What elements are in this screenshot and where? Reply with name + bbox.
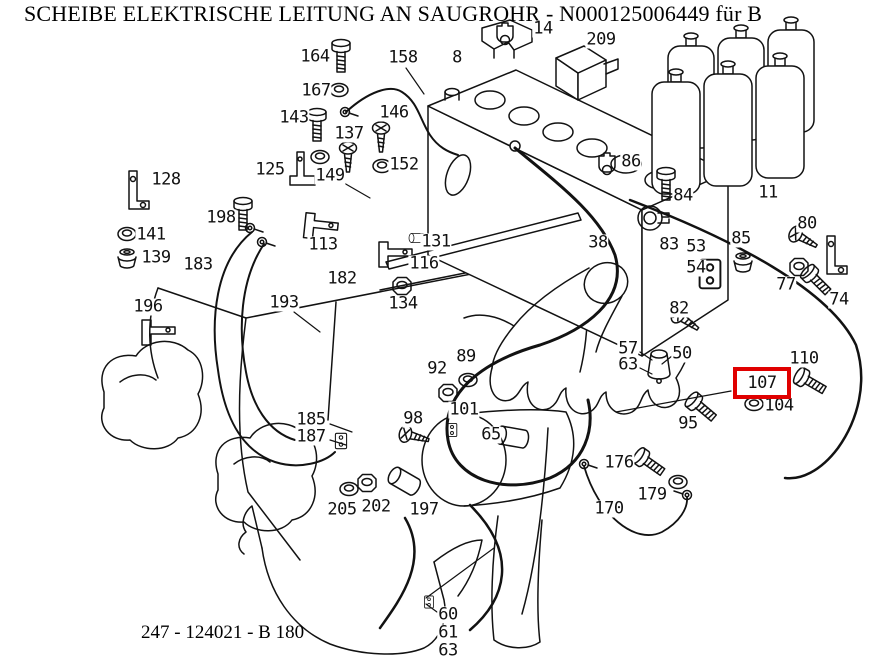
part-label-182[interactable]: 182 bbox=[326, 268, 358, 289]
highlight-box[interactable]: 107 bbox=[733, 367, 791, 399]
cone-glyph bbox=[647, 349, 671, 384]
part-label-110[interactable]: 110 bbox=[788, 348, 820, 369]
washer-glyph bbox=[117, 226, 137, 242]
part-label-176[interactable]: 176 bbox=[603, 452, 635, 473]
leader-lines bbox=[293, 67, 732, 613]
part-label-170[interactable]: 170 bbox=[593, 498, 625, 519]
part-label-164[interactable]: 164 bbox=[299, 46, 331, 67]
fuse-clip-art bbox=[481, 19, 533, 59]
part-label-8[interactable]: 8 bbox=[451, 47, 463, 68]
part-label-77[interactable]: 77 bbox=[775, 274, 797, 295]
part-label-63[interactable]: 63 bbox=[437, 640, 459, 661]
part-label-98[interactable]: 98 bbox=[402, 408, 424, 429]
part-label-205[interactable]: 205 bbox=[326, 499, 358, 520]
ring-glyph bbox=[673, 489, 693, 501]
bolt-glyph bbox=[331, 38, 351, 73]
part-label-86[interactable]: 86 bbox=[620, 151, 642, 172]
part-label-131[interactable]: 131 bbox=[420, 231, 452, 252]
part-label-196[interactable]: 196 bbox=[132, 296, 164, 317]
nut-glyph bbox=[357, 473, 377, 493]
washer-glyph bbox=[339, 481, 359, 497]
part-label-53[interactable]: 53 bbox=[685, 236, 707, 257]
part-label-139[interactable]: 139 bbox=[140, 247, 172, 268]
bolt-glyph bbox=[233, 196, 253, 231]
washer-glyph bbox=[744, 396, 764, 412]
part-label-197[interactable]: 197 bbox=[408, 499, 440, 520]
washer-glyph bbox=[329, 82, 349, 98]
part-label-202[interactable]: 202 bbox=[360, 496, 392, 517]
part-label-167[interactable]: 167 bbox=[300, 80, 332, 101]
nut-glyph bbox=[789, 257, 809, 277]
screw-glyph bbox=[371, 121, 391, 153]
part-label-179[interactable]: 179 bbox=[636, 484, 668, 505]
part-label-137[interactable]: 137 bbox=[333, 123, 365, 144]
bracket-glyph bbox=[826, 235, 848, 275]
bolt-glyph bbox=[629, 445, 669, 481]
part-label-146[interactable]: 146 bbox=[378, 102, 410, 123]
bolt-glyph bbox=[790, 365, 830, 399]
part-label-158[interactable]: 158 bbox=[387, 47, 419, 68]
part-label-61[interactable]: 61 bbox=[437, 622, 459, 643]
grommet-glyph bbox=[733, 252, 753, 273]
part-label-89[interactable]: 89 bbox=[455, 346, 477, 367]
part-label-84[interactable]: 84 bbox=[672, 185, 694, 206]
cyl-glyph bbox=[384, 464, 424, 498]
part-label-14[interactable]: 14 bbox=[532, 18, 554, 39]
battery-cells-art bbox=[651, 16, 815, 195]
washer-glyph bbox=[310, 149, 330, 165]
strap-glyph bbox=[378, 241, 413, 268]
relay-art bbox=[555, 45, 619, 101]
ring-glyph bbox=[256, 236, 276, 248]
part-label-50[interactable]: 50 bbox=[671, 343, 693, 364]
part-label-143[interactable]: 143 bbox=[278, 107, 310, 128]
part-label-60[interactable]: 60 bbox=[437, 604, 459, 625]
part-label-92[interactable]: 92 bbox=[426, 358, 448, 379]
part-label-149[interactable]: 149 bbox=[314, 165, 346, 186]
part-label-83[interactable]: 83 bbox=[658, 234, 680, 255]
part-label-101[interactable]: 101 bbox=[448, 399, 480, 420]
part-label-185[interactable]: 185 bbox=[295, 409, 327, 430]
part-label-141[interactable]: 141 bbox=[135, 224, 167, 245]
bolt-glyph bbox=[307, 107, 327, 142]
alternator-art bbox=[101, 340, 318, 532]
part-label-57[interactable]: 57 bbox=[617, 338, 639, 359]
plate-glyph bbox=[334, 432, 348, 450]
part-label-80[interactable]: 80 bbox=[796, 213, 818, 234]
part-label-63[interactable]: 63 bbox=[617, 354, 639, 375]
bracket-glyph bbox=[128, 170, 150, 210]
ring-glyph bbox=[244, 222, 264, 234]
part-label-193[interactable]: 193 bbox=[268, 292, 300, 313]
part-label-85[interactable]: 85 bbox=[730, 228, 752, 249]
grommet-glyph bbox=[117, 248, 137, 269]
part-label-74[interactable]: 74 bbox=[828, 289, 850, 310]
highlighted-part-number: 107 bbox=[747, 373, 777, 393]
part-label-183[interactable]: 183 bbox=[182, 254, 214, 275]
page-title: SCHEIBE ELEKTRISCHE LEITUNG AN SAUGROHR … bbox=[24, 1, 763, 26]
part-label-116[interactable]: 116 bbox=[408, 253, 440, 274]
part-label-209[interactable]: 209 bbox=[585, 29, 617, 50]
part-label-113[interactable]: 113 bbox=[307, 234, 339, 255]
part-label-128[interactable]: 128 bbox=[150, 169, 182, 190]
part-label-11[interactable]: 11 bbox=[757, 182, 779, 203]
part-label-187[interactable]: 187 bbox=[295, 426, 327, 447]
part-label-95[interactable]: 95 bbox=[677, 413, 699, 434]
washer-glyph bbox=[668, 474, 688, 490]
part-label-54[interactable]: 54 bbox=[685, 257, 707, 278]
ring-glyph bbox=[578, 458, 598, 470]
part-label-104[interactable]: 104 bbox=[763, 395, 795, 416]
part-label-82[interactable]: 82 bbox=[668, 298, 690, 319]
part-label-65[interactable]: 65 bbox=[480, 424, 502, 445]
part-label-125[interactable]: 125 bbox=[254, 159, 286, 180]
part-label-152[interactable]: 152 bbox=[388, 154, 420, 175]
drawing-number-caption: 247 - 124021 - B 180 bbox=[141, 622, 305, 643]
part-label-38[interactable]: 38 bbox=[587, 232, 609, 253]
part-label-198[interactable]: 198 bbox=[205, 207, 237, 228]
part-label-134[interactable]: 134 bbox=[387, 293, 419, 314]
